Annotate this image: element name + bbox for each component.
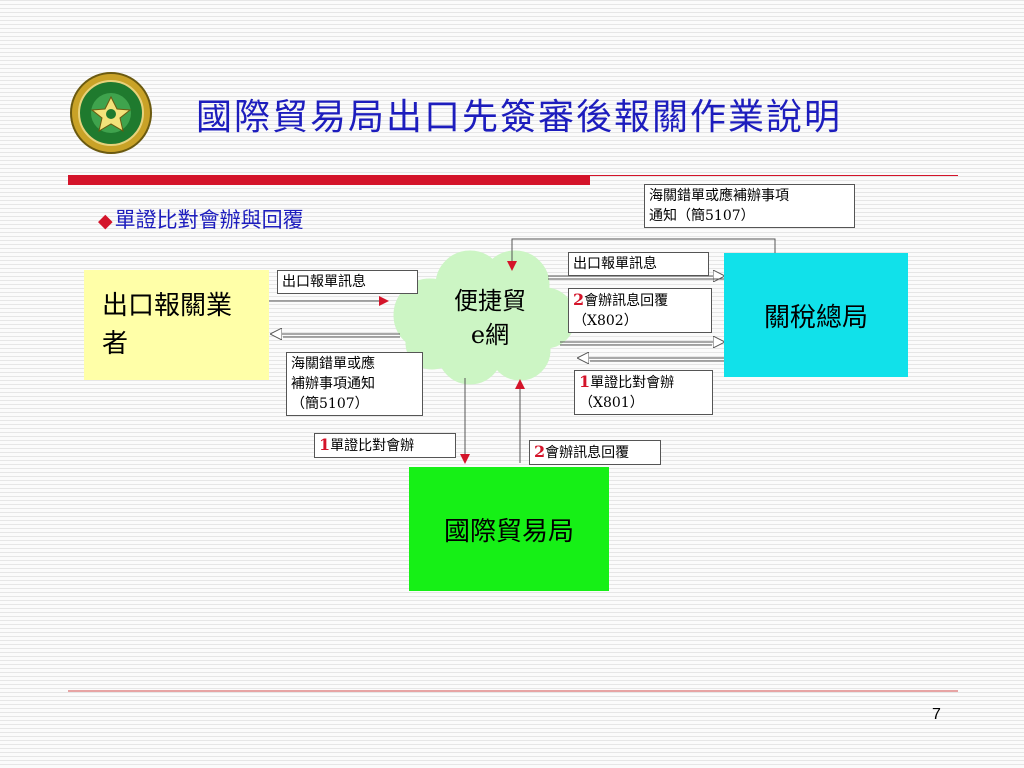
customs-label: 關稅總局 <box>763 302 868 333</box>
label-text: 單證比對會辦 <box>330 438 415 454</box>
footer-rule <box>68 690 958 692</box>
label-compare-x801: 1單證比對會辦 （X801） <box>574 370 713 415</box>
section-subtitle: ◆單證比對會辦與回覆 <box>98 204 304 234</box>
exporter-label: 出口報關業者 <box>102 291 233 359</box>
agency-logo <box>68 70 154 156</box>
label-customs-notice-left: 海關錯單或應 補辦事項通知 （簡5107） <box>286 352 423 416</box>
label-compare-down: 1單證比對會辦 <box>314 433 456 458</box>
title-rule-thick <box>68 175 590 185</box>
diamond-bullet-icon: ◆ <box>98 210 113 232</box>
label-line: （X802） <box>573 313 638 329</box>
step-number: 2 <box>573 290 585 309</box>
network-label-line2: e網 <box>470 321 510 349</box>
label-text: 出口報單訊息 <box>573 256 657 272</box>
label-line: 會辦訊息回覆 <box>584 293 669 309</box>
step-number: 2 <box>534 442 546 461</box>
label-export-msg-right: 出口報單訊息 <box>568 252 709 276</box>
page-number: 7 <box>932 706 941 723</box>
label-line: （X801） <box>579 395 644 411</box>
label-customs-notice-top: 海關錯單或應補辦事項 通知（簡5107） <box>644 184 855 228</box>
label-reply-up: 2會辦訊息回覆 <box>529 440 661 465</box>
label-line: 補辦事項通知 <box>291 376 375 392</box>
label-line: 單證比對會辦 <box>590 375 675 391</box>
title-rule-thin <box>590 175 958 176</box>
label-export-msg-left: 出口報單訊息 <box>277 270 418 294</box>
label-line: 海關錯單或應補辦事項 <box>649 188 789 204</box>
arrow-customs-notice-top <box>507 238 776 271</box>
label-reply-x802: 2會辦訊息回覆 （X802） <box>568 288 712 333</box>
network-label: 便捷貿 e網 <box>420 284 560 352</box>
label-line: 通知（簡5107） <box>649 208 755 224</box>
customs-box: 關稅總局 <box>724 253 908 377</box>
trade-bureau-box: 國際貿易局 <box>409 467 609 591</box>
trade-bureau-label: 國際貿易局 <box>443 516 574 547</box>
label-text: 會辦訊息回覆 <box>545 445 630 461</box>
step-number: 1 <box>579 372 591 391</box>
exporter-box: 出口報關業者 <box>84 270 269 380</box>
step-number: 1 <box>319 435 331 454</box>
page-title: 國際貿易局出口先簽審後報關作業說明 <box>196 97 843 138</box>
network-label-line1: 便捷貿 <box>454 287 526 315</box>
label-line: 海關錯單或應 <box>291 356 375 372</box>
label-text: 出口報單訊息 <box>282 274 366 290</box>
label-line: （簡5107） <box>291 396 369 412</box>
subtitle-text: 單證比對會辦與回覆 <box>114 208 304 232</box>
